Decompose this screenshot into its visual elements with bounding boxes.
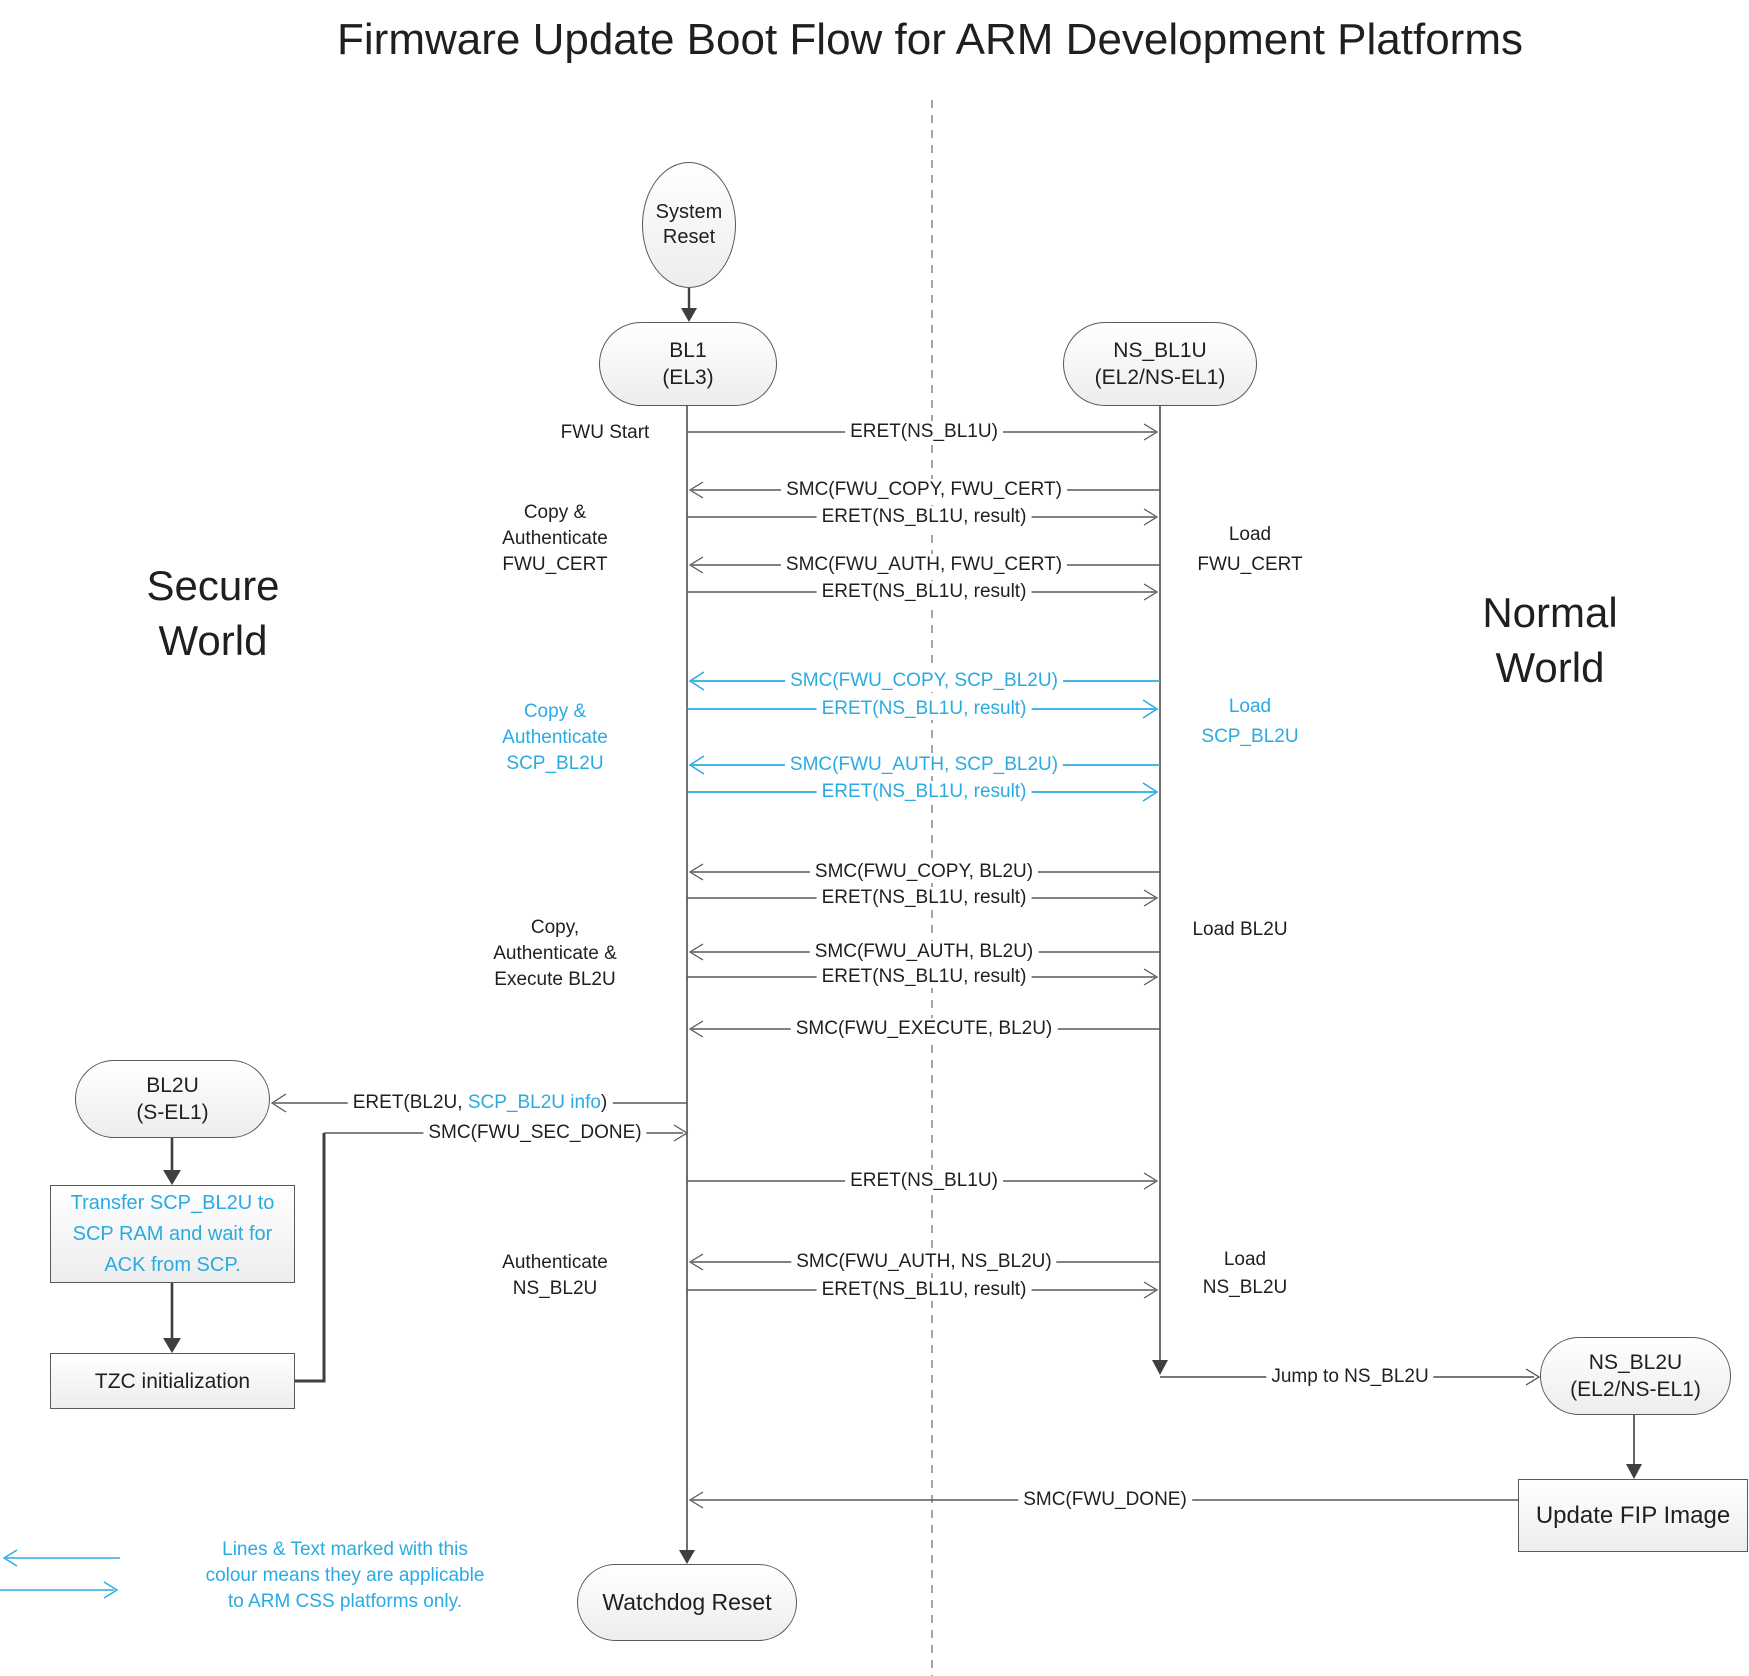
stage-load-ns-bl2u: Load NS_BL2U bbox=[1199, 1246, 1291, 1302]
stage-load-fwu-cert: Load FWU_CERT bbox=[1194, 520, 1306, 580]
secure-world-label: Secure World bbox=[146, 562, 280, 664]
msg-eret-ns-bl1u: ERET(NS_BL1U) bbox=[845, 421, 1003, 443]
msg-smc-fwu-auth-scp-bl2u: SMC(FWU_AUTH, SCP_BL2U) bbox=[784, 754, 1064, 776]
msg-smc-fwu-auth-fwu-cert: SMC(FWU_AUTH, FWU_CERT) bbox=[780, 554, 1068, 576]
stage-copy-auth-fwu-cert: Copy & Authenticate FWU_CERT bbox=[499, 500, 611, 578]
msg-eret-bl2u-suffix: ) bbox=[600, 1092, 608, 1113]
legend-css-arrow-left bbox=[2, 1549, 120, 1567]
node-ns-bl2u: NS_BL2U (EL2/NS-EL1) bbox=[1540, 1337, 1731, 1415]
msg-smc-fwu-copy-fwu-cert: SMC(FWU_COPY, FWU_CERT) bbox=[781, 479, 1067, 501]
stage-load-bl2u: Load BL2U bbox=[1189, 917, 1291, 943]
bl2u-to-transfer-arrow bbox=[163, 1138, 181, 1185]
msg-smc-fwu-done: SMC(FWU_DONE) bbox=[1018, 1489, 1192, 1511]
msg-eret-result-4: ERET(NS_BL1U, result) bbox=[816, 966, 1032, 988]
system-reset-to-bl1-arrow bbox=[681, 288, 697, 322]
tzc-sec-done-elbow-line bbox=[295, 1133, 326, 1383]
msg-eret-result-3: ERET(NS_BL1U, result) bbox=[816, 887, 1032, 909]
msg-smc-fwu-auth-bl2u: SMC(FWU_AUTH, BL2U) bbox=[809, 941, 1039, 963]
bl1-lifeline bbox=[679, 405, 695, 1564]
msg-smc-fwu-copy-scp-bl2u: SMC(FWU_COPY, SCP_BL2U) bbox=[785, 670, 1063, 692]
msg-eret-ns-bl1u-2: ERET(NS_BL1U) bbox=[845, 1170, 1003, 1192]
transfer-to-tzc-arrow bbox=[163, 1283, 181, 1353]
msg-jump-to-ns-bl2u: Jump to NS_BL2U bbox=[1266, 1366, 1434, 1388]
msg-smc-fwu-auth-ns-bl2u: SMC(FWU_AUTH, NS_BL2U) bbox=[791, 1251, 1057, 1273]
normal-world-label: Normal World bbox=[1482, 589, 1618, 691]
stage-load-scp-bl2u: Load SCP_BL2U bbox=[1198, 692, 1302, 752]
msg-eret-bl2u-highlight: SCP_BL2U info bbox=[467, 1092, 601, 1113]
msg-eret-bl2u-scp-info: ERET(BL2U, SCP_BL2U info) bbox=[347, 1092, 613, 1114]
msg-eret-result-2: ERET(NS_BL1U, result) bbox=[816, 581, 1032, 603]
node-watchdog-reset: Watchdog Reset bbox=[577, 1564, 797, 1641]
node-update-fip-image: Update FIP Image bbox=[1518, 1479, 1748, 1552]
node-bl1: BL1 (EL3) bbox=[599, 322, 777, 406]
stage-copy-auth-scp-bl2u: Copy & Authenticate SCP_BL2U bbox=[499, 699, 611, 777]
msg-smc-fwu-execute-bl2u: SMC(FWU_EXECUTE, BL2U) bbox=[790, 1018, 1058, 1040]
legend-css-arrow-right bbox=[0, 1581, 119, 1599]
stage-copy-auth-exec-bl2u: Copy, Authenticate & Execute BL2U bbox=[490, 915, 620, 993]
stage-fwu-start: FWU Start bbox=[557, 420, 653, 446]
node-system-reset: System Reset bbox=[642, 162, 736, 288]
node-bl2u: BL2U (S-EL1) bbox=[75, 1060, 270, 1138]
ns-bl2u-to-update-fip-arrow bbox=[1626, 1415, 1642, 1479]
msg-eret-result-1: ERET(NS_BL1U, result) bbox=[816, 506, 1032, 528]
stage-auth-ns-bl2u: Authenticate NS_BL2U bbox=[499, 1250, 611, 1302]
diagram-title: Firmware Update Boot Flow for ARM Develo… bbox=[337, 15, 1523, 64]
node-tzc-initialization: TZC initialization bbox=[50, 1353, 295, 1409]
msg-smc-fwu-sec-done: SMC(FWU_SEC_DONE) bbox=[423, 1122, 647, 1144]
msg-eret-bl2u-prefix: ERET(BL2U, bbox=[352, 1092, 468, 1113]
msg-eret-result-scp-1: ERET(NS_BL1U, result) bbox=[816, 698, 1032, 720]
node-ns-bl1u: NS_BL1U (EL2/NS-EL1) bbox=[1063, 322, 1257, 406]
node-transfer-scp-bl2u: Transfer SCP_BL2U to SCP RAM and wait fo… bbox=[50, 1185, 295, 1283]
msg-smc-fwu-copy-bl2u: SMC(FWU_COPY, BL2U) bbox=[809, 861, 1039, 883]
msg-eret-result-5: ERET(NS_BL1U, result) bbox=[816, 1279, 1032, 1301]
legend-css-note: Lines & Text marked with this colour mea… bbox=[202, 1537, 488, 1615]
msg-eret-result-scp-2: ERET(NS_BL1U, result) bbox=[816, 781, 1032, 803]
